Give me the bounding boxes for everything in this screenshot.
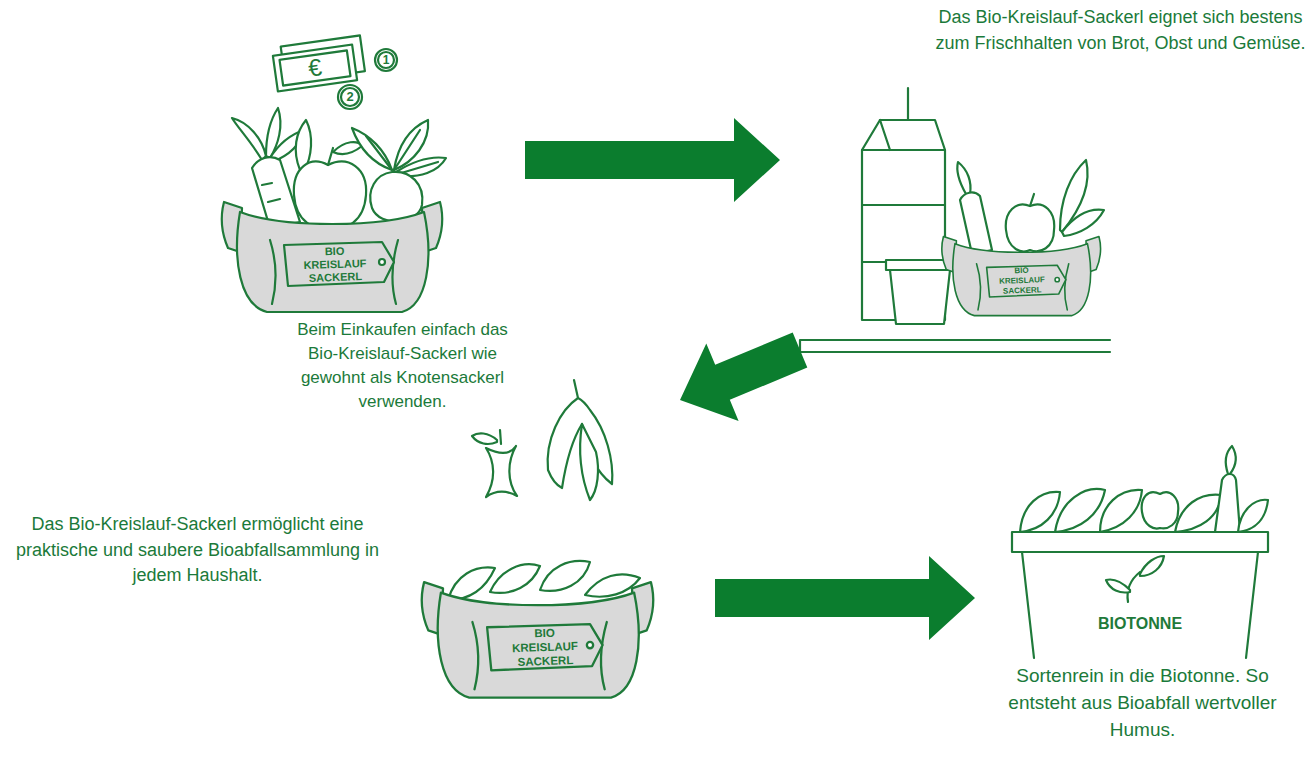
scrap: [1100, 490, 1142, 532]
carrot-leaf: [232, 118, 266, 160]
stage-panel: Das Bio-Kreislauf-Sackerl eignet sich be…: [780, 0, 1316, 350]
apple-leaf: [333, 142, 362, 154]
banana-stem: [574, 380, 578, 398]
bio-bag: [222, 202, 443, 312]
coin-number: 1: [376, 51, 396, 69]
leaf-veins: [366, 130, 438, 174]
carrot-leaf: [957, 162, 970, 194]
carrot-leaf: [1226, 446, 1236, 474]
apple: [1006, 204, 1054, 251]
stage-panel: Sortenrein in die Biotonne. So entsteht …: [975, 460, 1316, 758]
flow-arrow: [525, 118, 780, 202]
scrap: [1020, 492, 1060, 532]
coin-number: 2: [340, 88, 360, 106]
apple-stem: [328, 148, 333, 165]
flow-arrow: [680, 333, 807, 422]
coin: [338, 85, 362, 109]
carrot: [1215, 474, 1240, 532]
core-stem: [500, 430, 501, 444]
stage-panel: Das Bio-Kreislauf-Sackerl ermöglicht ein…: [0, 400, 715, 710]
scrap: [1238, 500, 1268, 532]
bin-label: BIOTONNE: [1060, 614, 1220, 634]
apple-stem: [1030, 194, 1034, 206]
bag-tag-text: BIO KREISLAUF SACKERL: [509, 625, 580, 669]
scrap: [448, 567, 495, 600]
leaf-icon-stem: [1128, 572, 1141, 602]
step-caption: Das Bio-Kreislauf-Sackerl ermöglicht ein…: [5, 512, 390, 589]
coin: [375, 49, 397, 71]
carrot: [960, 193, 992, 254]
leaf: [1062, 210, 1104, 236]
apple: [294, 162, 366, 228]
bio-bag: [942, 236, 1101, 315]
banknotes: [272, 35, 366, 91]
bio-bag: [422, 582, 654, 698]
cup: [890, 270, 950, 324]
scrap: [1055, 489, 1105, 532]
step-caption: Sortenrein in die Biotonne. So entsteht …: [990, 663, 1295, 744]
banana-peel: [580, 424, 598, 500]
bin-rim: [1012, 532, 1268, 552]
flow-arrow: [715, 556, 975, 640]
step-caption: Das Bio-Kreislauf-Sackerl eignet sich be…: [928, 5, 1313, 56]
apple-core: [486, 446, 517, 497]
carrot-ridges: [262, 183, 280, 202]
coin-rim: [341, 88, 359, 106]
scrap: [490, 564, 540, 593]
leaf-icon: [1106, 579, 1130, 592]
carton-lines: [862, 120, 945, 262]
scrap: [540, 561, 590, 591]
apple: [1142, 492, 1179, 528]
bag-tag-text: BIO KREISLAUF SACKERL: [995, 265, 1048, 297]
bin-body: [1022, 552, 1258, 658]
bag-tag-text: BIO KREISLAUF SACKERL: [302, 244, 367, 285]
shelf: [800, 340, 1110, 352]
leaf-icon: [1140, 556, 1164, 576]
currency-symbol: €: [298, 52, 332, 84]
banknote: [273, 45, 357, 92]
step-caption: Beim Einkaufen einfach das Bio-Kreislauf…: [280, 318, 525, 415]
stage-panel: Beim Einkaufen einfach das Bio-Kreislauf…: [205, 5, 525, 425]
banknote-border: [280, 50, 351, 85]
core-leaf: [472, 433, 497, 444]
carton-cap: [907, 88, 909, 120]
